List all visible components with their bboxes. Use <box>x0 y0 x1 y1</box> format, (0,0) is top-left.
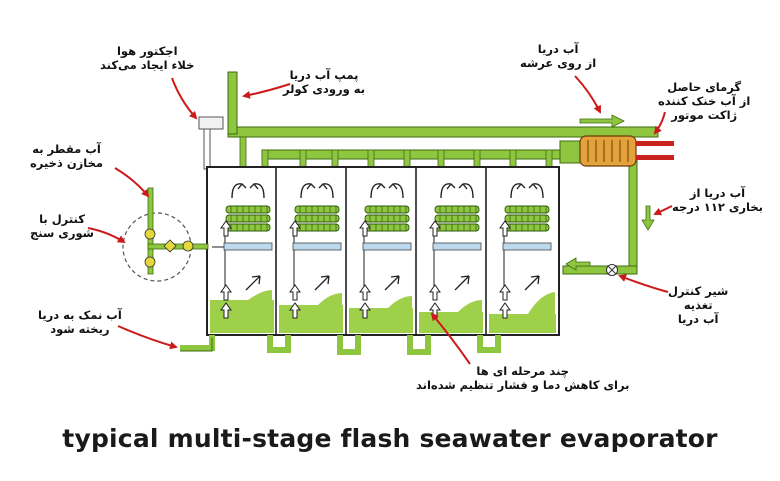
up-flow-arrow <box>359 302 371 319</box>
diagram-caption: typical multi-stage flash seawater evapo… <box>62 424 718 453</box>
bottom-pipes <box>180 335 501 355</box>
diagonal-flow-arrow <box>314 275 330 291</box>
up-flow-arrow <box>220 284 232 301</box>
vapour-flow-arrow <box>318 183 334 199</box>
up-flow-arrow <box>499 284 511 301</box>
valve-icon <box>144 228 194 268</box>
up-flow-arrow <box>289 302 301 319</box>
condenser-coil <box>294 205 340 232</box>
vapour-flow-arrow <box>300 183 316 199</box>
valve-icon <box>606 264 618 276</box>
vapour-flow-arrow <box>249 183 265 199</box>
condenser-coils <box>225 205 550 232</box>
condenser-coil <box>225 205 271 232</box>
up-flow-arrow <box>499 220 511 237</box>
vapour-flow-arrow <box>231 183 247 199</box>
up-flow-arrow <box>220 302 232 319</box>
vapour-flow-arrow <box>440 183 456 199</box>
condenser-coil <box>504 205 550 232</box>
flow-arrows <box>220 183 544 319</box>
up-flow-arrow <box>220 220 232 237</box>
up-flow-arrow <box>289 284 301 301</box>
distillate-trays <box>212 242 552 251</box>
vapour-flow-arrow <box>458 183 474 199</box>
vapour-flow-arrow <box>528 183 544 199</box>
vapour-flow-arrow <box>510 183 526 199</box>
up-flow-arrow <box>429 220 441 237</box>
up-flow-arrow <box>289 220 301 237</box>
diagonal-flow-arrow <box>245 275 261 291</box>
diagonal-flow-arrow <box>384 275 400 291</box>
up-flow-arrow <box>429 284 441 301</box>
vapour-flow-arrow <box>370 183 386 199</box>
up-flow-arrow <box>499 302 511 319</box>
diagonal-flow-arrow <box>524 275 540 291</box>
salinometer-control <box>122 187 209 282</box>
ejector-icon <box>198 116 224 170</box>
up-flow-arrow <box>359 220 371 237</box>
vapour-flow-arrow <box>388 183 404 199</box>
condenser-coil <box>364 205 410 232</box>
condenser-coil <box>434 205 480 232</box>
brine-pools <box>210 290 556 333</box>
flow-arrow <box>565 114 655 271</box>
cooler-heater-icon <box>559 135 674 167</box>
diagonal-flow-arrow <box>454 275 470 291</box>
red-pointer-arrow <box>87 75 673 365</box>
up-flow-arrow <box>359 284 371 301</box>
